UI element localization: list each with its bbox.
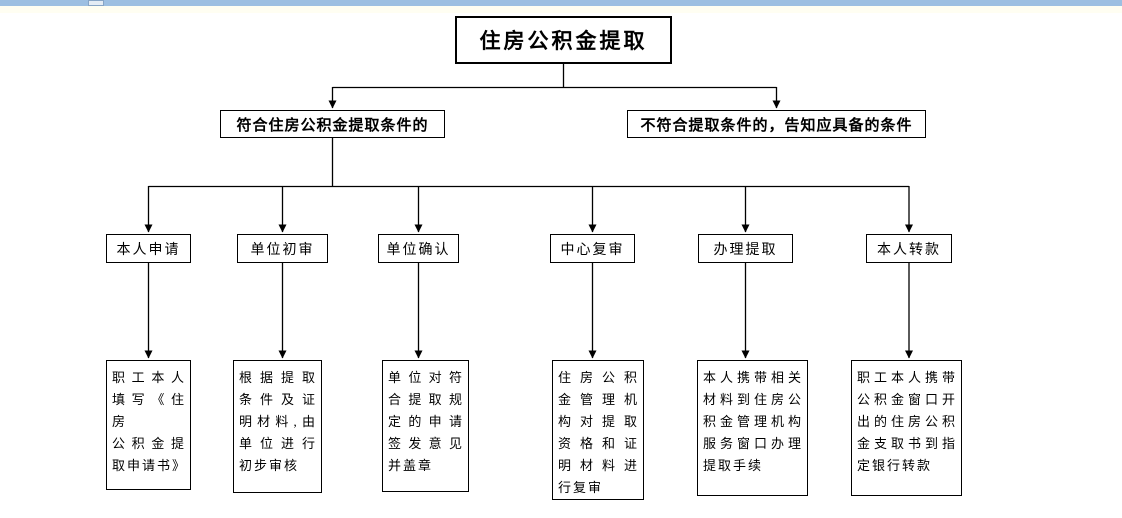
flow-node-branch-eligible: 符合住房公积金提取条件的: [220, 110, 445, 138]
page-margin-strip: [0, 6, 1122, 13]
flow-node-detail-center-review: 住房公积金管理机构对提取资格和证明材料进行复审: [552, 360, 644, 500]
flow-node-detail-unit-confirm: 单位对符合提取规定的申请签发意见并盖章: [382, 360, 469, 492]
flow-node-detail-apply: 职工本人填写《住房公积金提取申请书》: [106, 360, 191, 490]
title-to-branches-connector: [328, 64, 781, 109]
flow-node-step-center-review: 中心复审: [550, 234, 635, 263]
flow-node-detail-transfer: 职工本人携带公积金窗口开出的住房公积金支取书到指定银行转款: [851, 360, 962, 496]
window-top-strip: [0, 0, 1122, 6]
flow-node-step-transfer: 本人转款: [866, 234, 952, 263]
flow-node-title: 住房公积金提取: [455, 16, 672, 64]
ruler-indent-marker[interactable]: [88, 0, 104, 6]
flow-node-detail-unit-initial-review: 根据提取条件及证明材料,由单位进行初步审核: [233, 360, 322, 493]
flow-node-step-unit-confirm: 单位确认: [378, 234, 459, 263]
step-to-detail-connector: [144, 263, 913, 359]
flow-node-step-handle-withdrawal: 办理提取: [698, 234, 793, 263]
flow-node-step-apply: 本人申请: [106, 234, 191, 263]
flow-node-step-unit-initial-review: 单位初审: [237, 234, 328, 263]
flow-node-branch-ineligible: 不符合提取条件的，告知应具备的条件: [627, 110, 926, 138]
flow-node-detail-handle-withdrawal: 本人携带相关材料到住房公积金管理机构服务窗口办理提取手续: [697, 360, 808, 496]
branch-to-steps-connector: [144, 138, 913, 233]
